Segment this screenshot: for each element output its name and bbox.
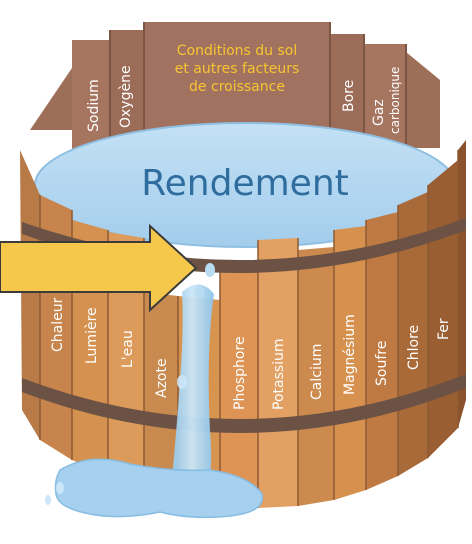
back-wall: [30, 22, 440, 150]
back-stave-tall: [144, 22, 330, 140]
front-stave: [334, 226, 366, 500]
back-wall-labels: Sodium Oxygène Conditions du sol et autr…: [86, 43, 402, 134]
stave-label-carbonique: carbonique: [388, 67, 402, 134]
front-stave-edge-right: [458, 140, 466, 428]
stave-label-soufre: Soufre: [374, 341, 390, 386]
water-drop: [205, 263, 215, 277]
front-stave: [298, 247, 334, 506]
water-drop: [177, 375, 187, 389]
water-drop: [196, 286, 204, 298]
front-stave: [366, 212, 398, 490]
stave-label-oxygene: Oxygène: [118, 65, 134, 128]
back-stave: [406, 52, 440, 148]
stave-label-chaleur: Chaleur: [50, 297, 66, 352]
front-stave: [428, 160, 458, 458]
conditions-line-1: Conditions du sol: [177, 43, 298, 59]
limiting-factor-arrow: [0, 223, 198, 313]
water-puddle: [54, 458, 264, 519]
front-stave: [258, 238, 298, 508]
water-stream: [45, 263, 264, 519]
stave-label-calcium: Calcium: [309, 344, 325, 400]
stave-label-leau: L'eau: [120, 330, 136, 368]
stave-label-potassium: Potassium: [271, 338, 287, 410]
stave-label-lumiere: Lumière: [84, 307, 100, 364]
stave-label-gaz: Gaz: [371, 99, 387, 126]
back-stave: [72, 40, 110, 150]
stave-label-phosphore: Phosphore: [232, 336, 248, 410]
back-stave: [110, 30, 144, 140]
stave-label-chlore: Chlore: [406, 325, 422, 370]
stave-label-azote: Azote: [154, 358, 170, 398]
front-stave: [144, 292, 178, 498]
conditions-line-2: et autres facteurs: [175, 61, 300, 77]
conditions-line-3: de croissance: [189, 79, 285, 95]
stave-label-magnesium: Magnésium: [342, 314, 358, 395]
stave-label-sodium: Sodium: [86, 79, 102, 132]
front-stave-edge-left: [20, 150, 40, 440]
front-stave-labels: Chaleur Lumière L'eau Azote Phosphore Po…: [50, 297, 452, 410]
water-title: Rendement: [141, 163, 349, 204]
lower-hoop: [22, 374, 466, 434]
stave-label-fer: Fer: [436, 318, 452, 340]
stave-label-bore: Bore: [341, 80, 357, 112]
front-stave: [220, 262, 258, 508]
back-stave: [330, 34, 364, 142]
water-drop: [56, 482, 64, 494]
front-stave: [108, 232, 144, 488]
water-drop: [45, 495, 51, 505]
back-stave: [364, 44, 406, 148]
back-stave: [30, 68, 72, 130]
